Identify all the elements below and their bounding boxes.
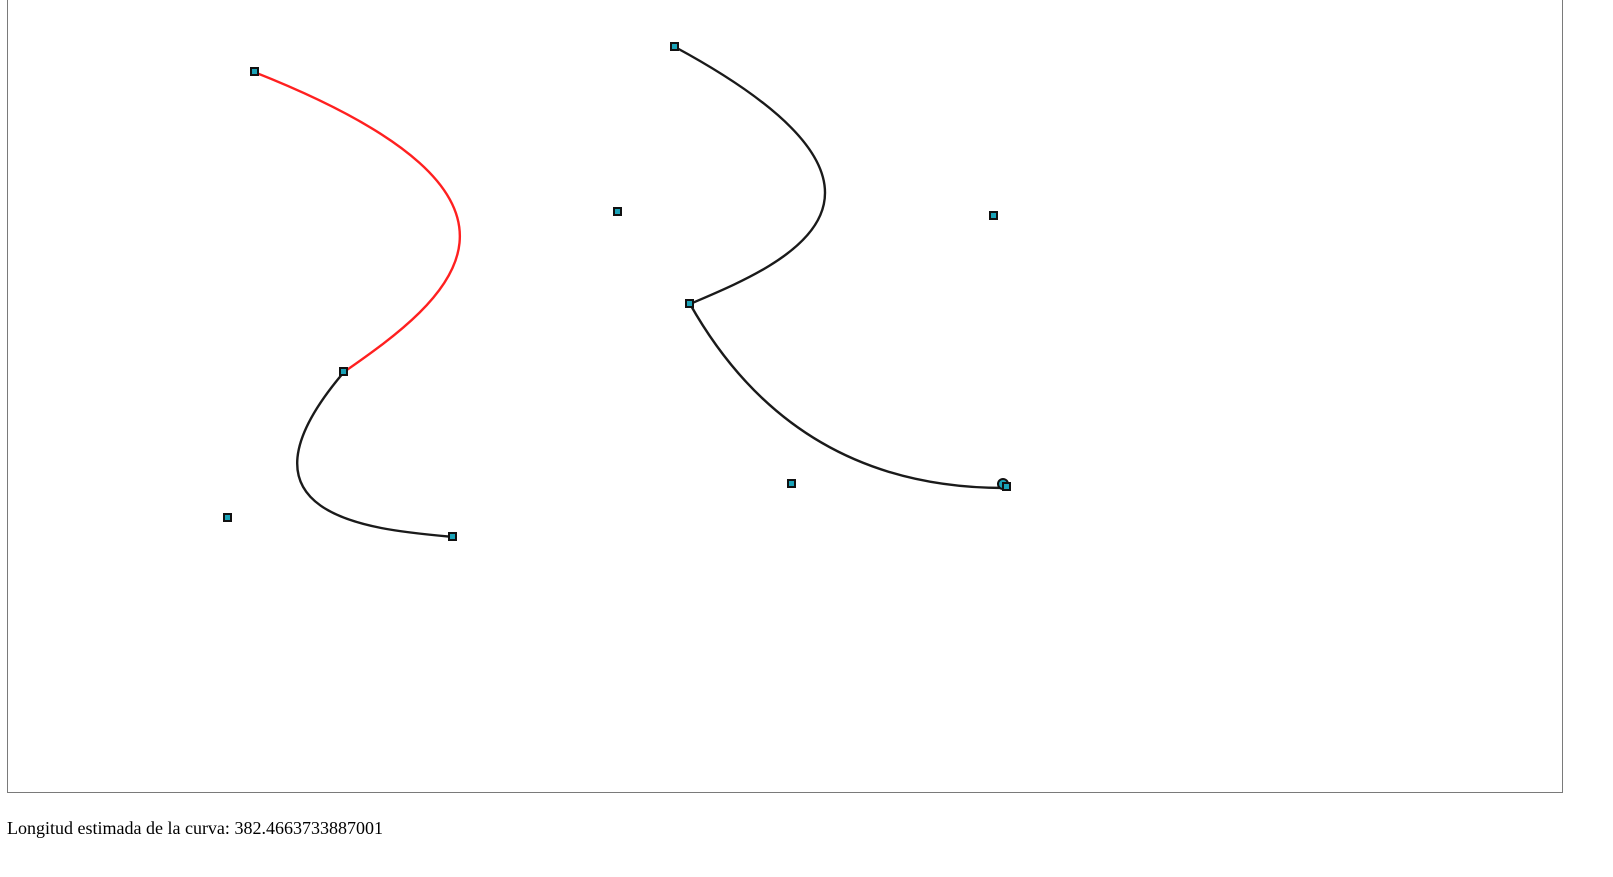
- control-point-handle[interactable]: [685, 299, 694, 308]
- control-point-handle[interactable]: [223, 513, 232, 522]
- control-point-handle[interactable]: [787, 479, 796, 488]
- control-point-handle[interactable]: [989, 211, 998, 220]
- curve-segment-4[interactable]: [688, 302, 1006, 490]
- curve-segment-2[interactable]: [296, 370, 456, 539]
- control-point-handle[interactable]: [670, 42, 679, 51]
- bezier-canvas[interactable]: [7, 0, 1563, 793]
- curve-segment-1[interactable]: [252, 70, 461, 374]
- curve-length-label: Longitud estimada de la curva:: [7, 818, 230, 838]
- control-point-handle[interactable]: [613, 207, 622, 216]
- curve-length-readout: Longitud estimada de la curva: 382.46637…: [7, 818, 383, 839]
- bezier-drawing-surface[interactable]: [8, 0, 1564, 794]
- control-point-handle[interactable]: [1002, 482, 1011, 491]
- control-point-handle[interactable]: [339, 367, 348, 376]
- curve-length-value: 382.4663733887001: [234, 818, 383, 838]
- control-point-handle[interactable]: [250, 67, 259, 76]
- control-point-handle[interactable]: [448, 532, 457, 541]
- curve-segment-3[interactable]: [673, 45, 827, 306]
